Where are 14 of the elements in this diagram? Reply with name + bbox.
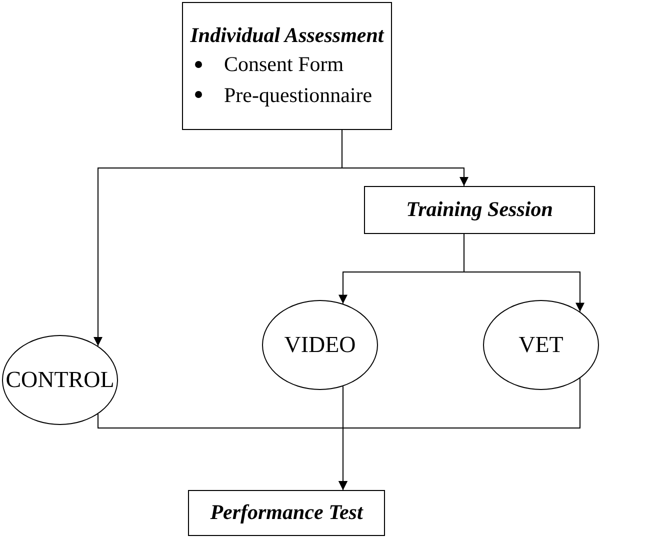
box-heading: Training Session bbox=[405, 196, 554, 224]
node-label: VET bbox=[518, 331, 564, 360]
arrow bbox=[464, 234, 584, 312]
process-box bbox=[188, 490, 385, 536]
arrow bbox=[338, 378, 580, 490]
node-label: CONTROL bbox=[6, 366, 114, 394]
bullet-item: Pre-questionnaire bbox=[183, 80, 391, 110]
node-label: VIDEO bbox=[284, 331, 356, 360]
bullet-item: Consent Form bbox=[183, 49, 391, 80]
process-box bbox=[182, 2, 392, 130]
box-heading: Performance Test bbox=[209, 499, 364, 526]
process-box bbox=[364, 186, 595, 234]
arrow bbox=[342, 130, 468, 186]
box-heading: Individual Assessment bbox=[189, 22, 386, 49]
